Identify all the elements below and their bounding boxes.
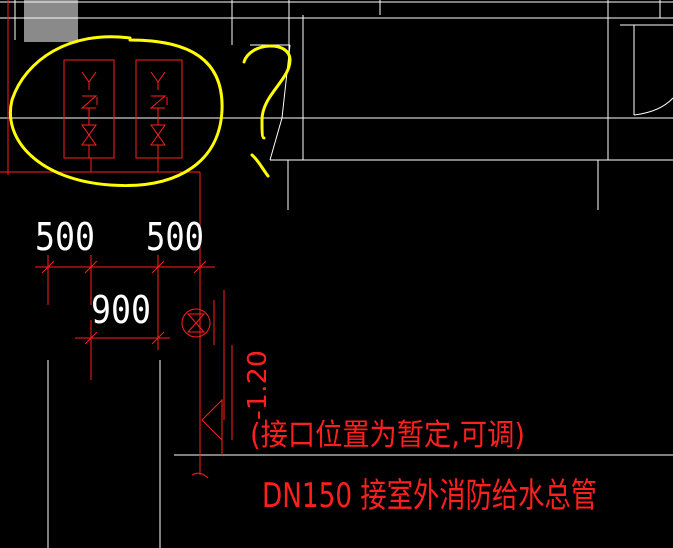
hydrant-cabinet-left[interactable] [63,59,115,159]
dimension-left: 500 [35,215,95,259]
fire-hydrant-valve-icon [80,71,98,158]
highlight-ellipse [9,35,224,188]
elevation-marker [201,345,233,455]
question-mark [242,44,292,140]
dimension-lines [35,255,215,380]
dimension-right: 500 [146,215,204,259]
elevation-label: -1.20 [243,350,273,420]
fire-hydrant-valve-icon [149,71,167,158]
note-interface: (接口位置为暂定,可调) [250,418,525,453]
grey-block [24,0,78,42]
hydrant-cabinet-right[interactable] [135,59,183,159]
yellow-markup [9,35,292,188]
dimension-center: 900 [91,288,151,332]
fire-piping [0,0,209,479]
valve-circle-icon[interactable] [181,290,225,420]
note-main-pipe: DN150 接室外消防给水总管 [262,476,597,516]
